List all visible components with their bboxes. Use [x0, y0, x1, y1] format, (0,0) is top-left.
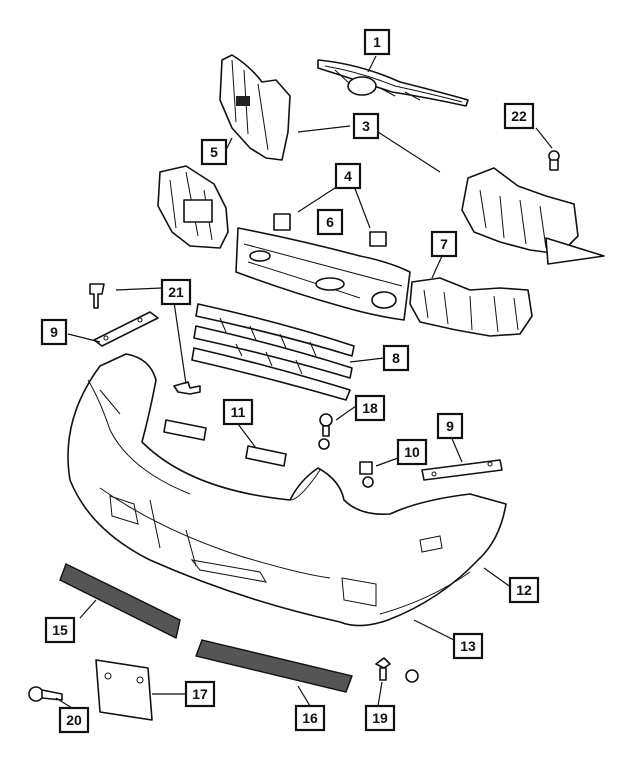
callout-9-left: 9 [40, 318, 68, 346]
screw-20-part [28, 686, 63, 702]
left-upper-bracket-part [219, 54, 291, 161]
callout-8: 8 [382, 344, 410, 372]
callout-9-right: 9 [436, 412, 464, 440]
callout-1: 1 [363, 28, 391, 56]
callout-label: 5 [210, 144, 218, 160]
callout-13: 13 [452, 632, 484, 660]
lower-left-grille-part [59, 563, 181, 640]
callout-11: 11 [222, 398, 254, 426]
callout-label: 20 [66, 712, 82, 728]
callout-label: 16 [302, 710, 318, 726]
callout-label: 15 [52, 622, 68, 638]
callout-12: 12 [508, 576, 540, 604]
left-bumper-bracket-part [93, 311, 159, 347]
callout-label: 9 [446, 418, 454, 434]
clip-left-part [273, 213, 291, 231]
callout-label: 7 [440, 236, 448, 252]
callout-label: 4 [344, 168, 352, 184]
callout-label: 11 [231, 404, 246, 420]
callout-22: 22 [503, 102, 535, 130]
callout-4: 4 [334, 162, 362, 190]
callout-label: 10 [404, 444, 420, 460]
callout-20: 20 [58, 706, 90, 734]
callout-5: 5 [200, 138, 228, 166]
bolt-part [173, 381, 201, 395]
screw-18-part [318, 413, 333, 450]
right-bracket-part [409, 277, 533, 337]
callout-7: 7 [430, 230, 458, 258]
right-fascia-support-part [461, 167, 605, 265]
clip-right-part [369, 231, 387, 247]
grille-part [317, 59, 469, 107]
callout-label: 1 [373, 34, 381, 50]
callout-label: 12 [516, 582, 532, 598]
callout-3: 3 [352, 112, 380, 140]
callout-label: 21 [168, 284, 184, 300]
screw-19-part [375, 657, 391, 681]
callout-6: 6 [316, 208, 344, 236]
reflector-left-part [163, 419, 207, 441]
center-grille-part [195, 639, 353, 693]
left-fascia-support-part [157, 165, 229, 249]
callout-10: 10 [396, 438, 428, 466]
push-pin-part [89, 283, 105, 309]
energy-absorber-part [235, 227, 411, 321]
callout-label: 3 [362, 118, 370, 134]
callout-label: 18 [362, 400, 378, 416]
nut-10b-part [362, 476, 374, 488]
callout-label: 8 [392, 350, 400, 366]
callout-19: 19 [364, 704, 396, 732]
callout-16: 16 [294, 704, 326, 732]
callout-label: 13 [460, 638, 476, 654]
callout-17: 17 [184, 680, 216, 708]
callout-label: 6 [326, 214, 334, 230]
callout-label: 19 [372, 710, 388, 726]
right-bumper-bracket-part [421, 459, 503, 481]
clip-19-part [405, 669, 419, 683]
callout-18: 18 [354, 394, 386, 422]
inner-grille-part [191, 303, 355, 401]
callout-label: 17 [192, 686, 208, 702]
reflector-right-part [245, 445, 287, 467]
clip-22-part [548, 150, 560, 171]
callout-label: 9 [50, 324, 58, 340]
callout-label: 22 [511, 108, 527, 124]
bumper-fascia-part [67, 353, 507, 627]
license-plate-bracket-part [95, 659, 153, 721]
callout-21: 21 [160, 278, 192, 306]
callout-15: 15 [44, 616, 76, 644]
nut-10-part [359, 461, 373, 475]
leader-lines [55, 55, 553, 709]
